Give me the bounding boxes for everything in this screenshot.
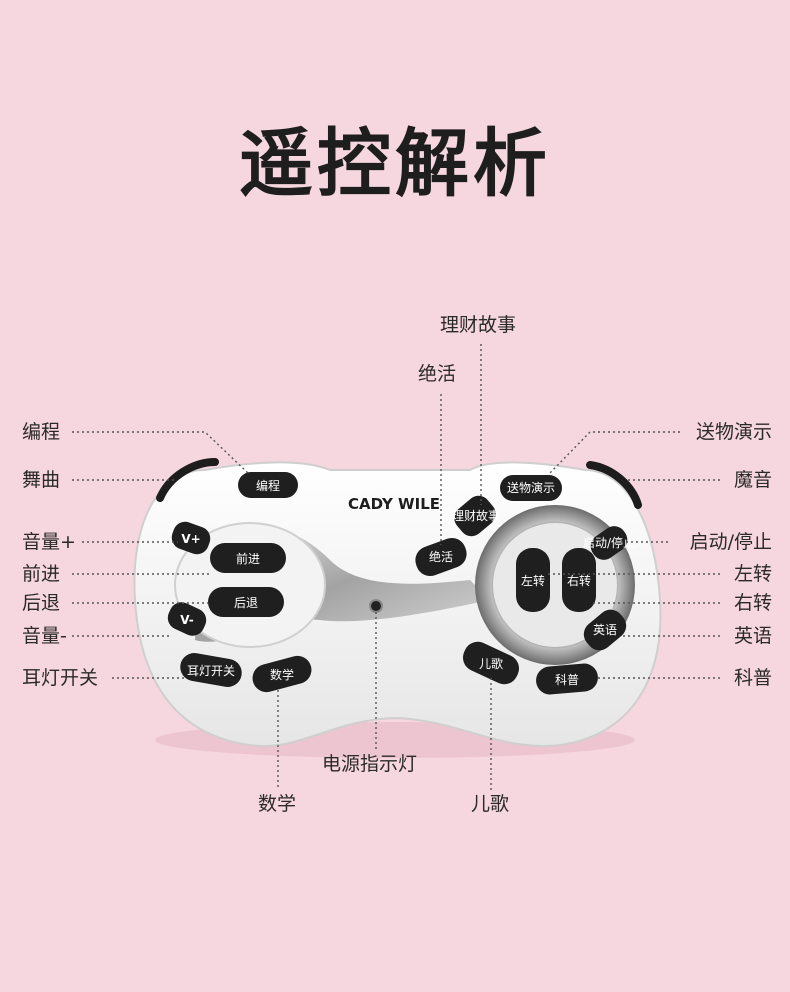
finance-story-button: 理财故事 [452, 495, 500, 537]
math-button: 数学 [252, 655, 312, 693]
svg-text:儿歌: 儿歌 [479, 656, 503, 671]
callout-stunt: 绝活 [418, 363, 457, 385]
svg-text:数学: 数学 [270, 667, 294, 682]
svg-text:理财故事: 理财故事 [452, 508, 500, 523]
callout-biancheng: 编程 [22, 421, 61, 443]
callout-science: 科普 [733, 667, 772, 689]
svg-text:耳灯开关: 耳灯开关 [187, 664, 235, 678]
callout-gift-demo: 送物演示 [695, 421, 772, 443]
callout-headlight: 耳灯开关 [22, 667, 99, 689]
science-button: 科普 [536, 663, 598, 695]
headlight-button: 耳灯开关 [180, 653, 242, 687]
callout-backward: 后退 [22, 592, 61, 614]
callout-volume-up: 音量+ [22, 531, 76, 553]
callout-forward: 前进 [22, 563, 61, 585]
volume-down-button: V- [167, 602, 207, 636]
svg-text:V+: V+ [181, 532, 200, 546]
svg-text:右转: 右转 [567, 573, 591, 588]
svg-text:启动/停止: 启动/停止 [583, 535, 635, 550]
right-shoulder [586, 461, 642, 509]
callout-turn-right: 右转 [733, 592, 772, 614]
power-led [369, 599, 383, 613]
callout-english: 英语 [733, 625, 772, 647]
turn-left-button: 左转 [516, 548, 550, 612]
children-song-button: 儿歌 [462, 641, 520, 685]
callout-magic-sound: 魔音 [733, 469, 772, 491]
callout-lines [72, 344, 720, 790]
callout-math: 数学 [258, 793, 297, 815]
backward-button: 后退 [208, 587, 284, 617]
left-shoulder [156, 458, 219, 502]
svg-text:科普: 科普 [555, 673, 579, 687]
svg-text:英语: 英语 [593, 623, 617, 637]
svg-text:左转: 左转 [521, 573, 545, 588]
volume-up-button: V+ [171, 521, 211, 555]
page-title: 遥控解析 [239, 121, 551, 207]
svg-text:前进: 前进 [236, 551, 260, 566]
svg-text:编程: 编程 [256, 478, 280, 493]
biancheng-button: 编程 [238, 472, 298, 498]
brand-logo: CADY WILE [348, 495, 440, 513]
callout-dance: 舞曲 [22, 469, 61, 491]
callout-children-song: 儿歌 [471, 793, 510, 815]
callout-volume-down: 音量- [22, 625, 67, 647]
callout-start-stop: 启动/停止 [689, 531, 772, 553]
line-gift-demo [547, 431, 680, 476]
stunt-button: 绝活 [415, 537, 467, 577]
start-stop-button: 启动/停止 [583, 526, 635, 560]
gift-demo-button: 送物演示 [500, 475, 562, 501]
svg-text:送物演示: 送物演示 [507, 480, 555, 495]
svg-text:后退: 后退 [234, 596, 258, 610]
svg-text:绝活: 绝活 [429, 549, 453, 564]
svg-text:V-: V- [180, 613, 193, 627]
forward-button: 前进 [210, 543, 286, 573]
callout-turn-left: 左转 [733, 563, 772, 585]
turn-right-button: 右转 [562, 548, 596, 612]
english-button: 英语 [583, 609, 627, 651]
callout-power-led: 电源指示灯 [322, 753, 418, 775]
callout-finance-story: 理财故事 [440, 314, 517, 336]
